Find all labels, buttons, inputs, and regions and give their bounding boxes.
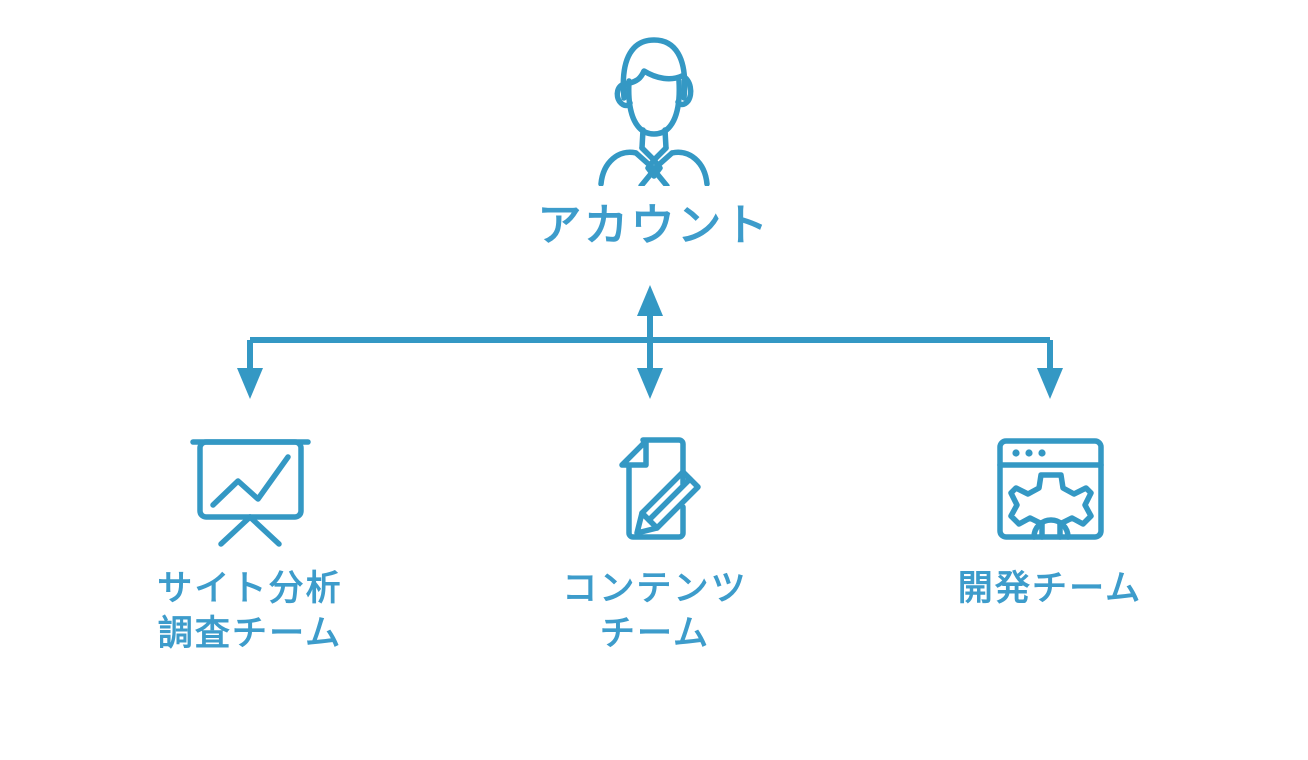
browser-title-dots bbox=[1011, 449, 1046, 457]
branch-arrowhead-left bbox=[237, 368, 263, 399]
node-contents-team[interactable]: コンテンツ チーム bbox=[505, 432, 805, 657]
document-pencil-icon bbox=[618, 437, 701, 540]
browser-gear-icon bbox=[996, 438, 1104, 540]
node-development-team-label: 開発チーム bbox=[957, 569, 1143, 608]
node-account-label: アカウント bbox=[537, 201, 771, 250]
node-site-analysis-team-label: サイト分析 調査チーム bbox=[157, 569, 343, 653]
node-site-analysis-team[interactable]: サイト分析 調査チーム bbox=[100, 432, 400, 657]
person-avatar-icon bbox=[598, 37, 710, 186]
node-contents-team-label: コンテンツ チーム bbox=[562, 569, 748, 653]
presentation-chart-icon bbox=[189, 439, 311, 547]
branch-arrowhead-right bbox=[1037, 368, 1063, 399]
trunk-arrowhead-down bbox=[637, 368, 663, 399]
node-development-team[interactable]: 開発チーム bbox=[900, 432, 1200, 612]
node-account[interactable]: アカウント bbox=[454, 26, 854, 254]
trunk-arrowhead-up bbox=[637, 285, 663, 316]
